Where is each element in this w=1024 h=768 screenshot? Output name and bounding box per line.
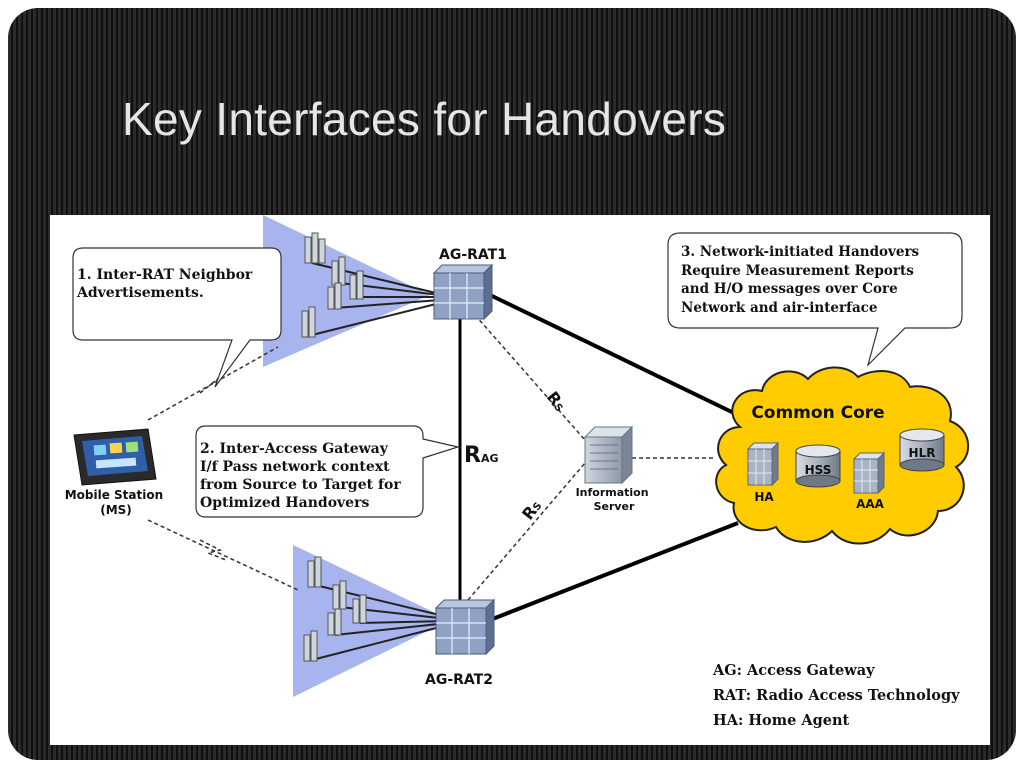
mobile-station-icon: [73, 428, 157, 486]
link-ag2-common-core: [489, 521, 739, 622]
slide-background: Key Interfaces for Handovers: [8, 8, 1016, 760]
ag-rat2-gateway-icon: [434, 598, 496, 656]
ha-server-icon: [746, 441, 780, 487]
slide-title: Key Interfaces for Handovers: [122, 93, 727, 145]
handover-diagram: AG-RAT1 AG-RAT2: [65, 215, 970, 729]
hlr-label: HLR: [909, 446, 936, 460]
ag-rat1-label: AG-RAT1: [439, 247, 507, 263]
callout-inter-gateway-text: 2. Inter-Access Gateway I/f Pass network…: [200, 441, 406, 511]
link-ag1-common-core: [489, 293, 739, 417]
wireless-zigzag-2: [199, 539, 227, 561]
cell-tower-icon: [352, 594, 367, 624]
legend: AG: Access Gateway RAT: Radio Access Tec…: [712, 662, 965, 729]
cell-coverage-2: [293, 545, 450, 697]
aaa-server-icon: [852, 451, 886, 495]
hlr-database-icon: [899, 428, 945, 472]
aaa-label: AAA: [856, 497, 885, 511]
cell-tower-icon: [327, 282, 342, 310]
ag-rat1-gateway-icon: [432, 263, 494, 321]
rs-lower-interface-label: RS: [518, 496, 545, 524]
link-ms-rat2: [147, 519, 299, 591]
cell-tower-icon: [327, 608, 342, 636]
callout-neighbor-adv-bubble: [72, 247, 282, 388]
cell-tower-icon: [301, 306, 316, 338]
svg-text:RS: RS: [518, 496, 545, 523]
cell-tower-icon: [307, 556, 322, 588]
cell-tower-icon: [349, 270, 364, 300]
callout-network-initiated-text: 3. Network-initiated Handovers Require M…: [681, 244, 924, 316]
link-ms-rat1: [147, 346, 279, 421]
callout-neighbor-adv-text: 1. Inter-RAT Neighbor Advertisements.: [76, 267, 257, 301]
link-rs-lower: [467, 462, 586, 601]
rs-upper-interface-label: RS: [543, 388, 570, 415]
information-server-label: Information Server: [576, 486, 653, 513]
hss-database-icon: [795, 444, 841, 488]
ag-rat2-label: AG-RAT2: [425, 672, 493, 688]
svg-text:RAG: RAG: [464, 443, 499, 468]
hss-label: HSS: [805, 463, 832, 477]
r-ag-interface-label: RAG: [464, 443, 499, 468]
information-server-icon: [583, 425, 634, 485]
cell-tower-icon: [331, 256, 346, 286]
svg-text:RS: RS: [543, 388, 570, 415]
cell-tower-icon: [332, 580, 347, 610]
cell-tower-icon: [304, 232, 326, 264]
ha-label: HA: [754, 490, 774, 504]
diagram-panel: AG-RAT1 AG-RAT2: [50, 215, 990, 745]
callout-inter-gateway-bubble: [195, 425, 461, 518]
callout-network-initiated-bubble: [667, 232, 963, 368]
common-core-label: Common Core: [751, 403, 884, 423]
antenna-group-2: [311, 584, 449, 661]
mobile-station-label: Mobile Station (MS): [65, 488, 168, 517]
cell-tower-icon: [303, 630, 318, 662]
common-core-cloud: [715, 366, 970, 545]
